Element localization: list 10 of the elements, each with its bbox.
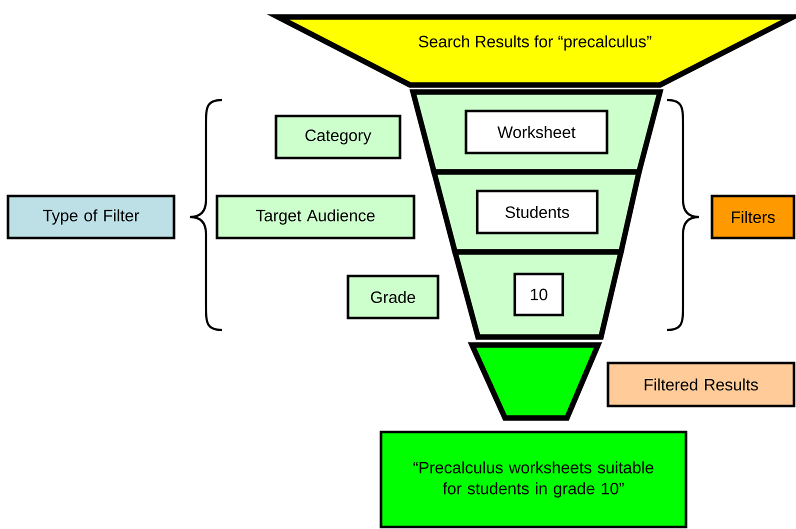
filter-value-box: 10 [514, 272, 564, 316]
legend-box: Filters [710, 194, 796, 240]
filter-value-box: Students [476, 190, 598, 234]
filter-type-box: Grade [346, 274, 440, 320]
legend-box: Filtered Results [606, 362, 796, 408]
legend-box: Type of Filter [6, 194, 176, 240]
filter-type-box: Category [274, 114, 402, 160]
result-box: “Precalculus worksheets suitable for students in grade 10” [380, 430, 688, 528]
filter-type-box: Target Audience [216, 194, 416, 240]
filter-value-box: Worksheet [464, 110, 608, 154]
